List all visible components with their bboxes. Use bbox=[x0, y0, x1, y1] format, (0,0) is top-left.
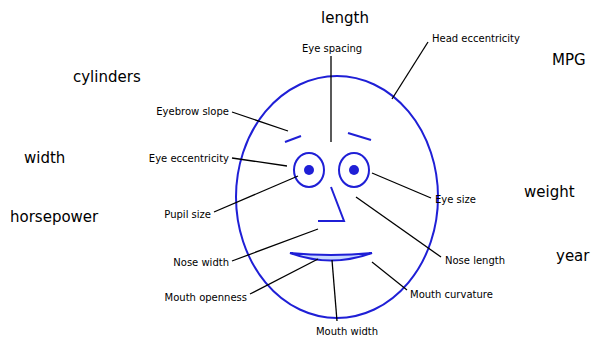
leader-line bbox=[332, 260, 337, 321]
feature-label: Head eccentricity bbox=[432, 33, 520, 44]
leader-line bbox=[232, 112, 288, 131]
variable-name: length bbox=[321, 10, 369, 27]
leader-line bbox=[392, 42, 428, 99]
feature-label: Eyebrow slope bbox=[156, 106, 229, 117]
feature-label: Eye eccentricity bbox=[149, 153, 229, 164]
variable-name: width bbox=[24, 150, 65, 167]
left-pupil bbox=[304, 165, 314, 175]
left-eyebrow bbox=[285, 136, 301, 142]
nose bbox=[318, 187, 344, 221]
feature-label: Nose length bbox=[445, 255, 505, 266]
variable-name: horsepower bbox=[10, 209, 98, 226]
head-outline bbox=[236, 76, 438, 318]
feature-label: Eye spacing bbox=[302, 43, 362, 54]
mouth bbox=[290, 253, 372, 261]
right-eye bbox=[339, 153, 369, 187]
variable-name: year bbox=[556, 248, 589, 265]
leader-line bbox=[250, 259, 318, 294]
leader-line bbox=[372, 262, 407, 290]
right-pupil bbox=[349, 165, 359, 175]
leader-lines bbox=[214, 42, 441, 321]
leader-line bbox=[330, 56, 331, 142]
variable-name: weight bbox=[524, 184, 575, 201]
leader-line bbox=[232, 229, 318, 261]
variable-name: MPG bbox=[552, 52, 586, 69]
leader-line bbox=[232, 158, 287, 166]
right-eyebrow bbox=[348, 133, 371, 140]
feature-label: Mouth openness bbox=[165, 292, 247, 303]
feature-label: Mouth curvature bbox=[410, 289, 493, 300]
feature-label: Nose width bbox=[173, 257, 229, 268]
feature-label: Eye size bbox=[435, 194, 476, 205]
left-eye bbox=[294, 153, 324, 187]
variable-name: cylinders bbox=[73, 69, 141, 86]
leader-line bbox=[372, 173, 431, 198]
feature-label: Mouth width bbox=[316, 326, 378, 337]
feature-label: Pupil size bbox=[164, 209, 211, 220]
leader-line bbox=[214, 176, 298, 212]
leader-line bbox=[356, 197, 441, 257]
